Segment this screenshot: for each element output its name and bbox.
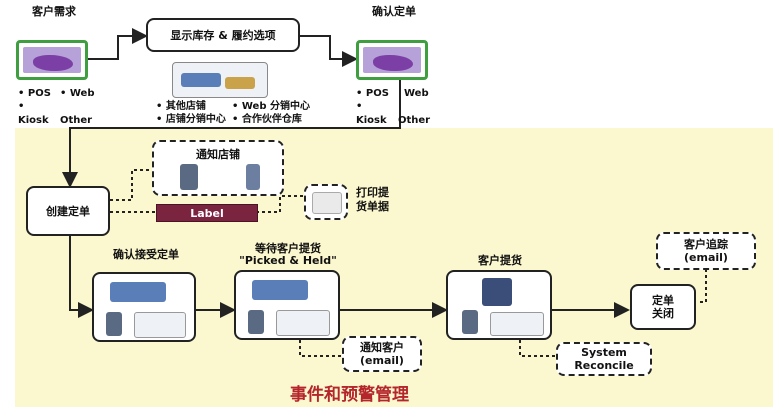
option-other-store: • 其他店铺 (156, 101, 206, 112)
station-image (110, 282, 166, 302)
confirm-accept-box (92, 272, 196, 342)
notify-store-box: 通知店铺 (152, 140, 284, 196)
option-web-dc: • Web 分销中心 (232, 101, 310, 112)
channel-web-left: • Web (60, 88, 95, 99)
notify-store-label: 通知店铺 (196, 148, 240, 161)
customer-kiosk-image (16, 40, 88, 80)
customer-request-title: 客户需求 (32, 5, 76, 18)
option-partner-warehouse: • 合作伙伴仓库 (232, 114, 302, 125)
customer-photo (482, 278, 512, 306)
handheld-device-icon (180, 164, 198, 190)
notify-customer-box: 通知客户 (email) (342, 336, 422, 372)
system-reconcile-box: System Reconcile (556, 342, 652, 376)
channel-pos-left: • POS (18, 88, 51, 99)
await-pickup-title: 等待客户提货 (255, 242, 321, 255)
station-image (252, 280, 308, 300)
form-image (490, 312, 544, 336)
await-pickup-box (234, 270, 340, 340)
customer-pickup-title: 客户提货 (478, 254, 522, 267)
customer-pickup-box (446, 270, 552, 340)
print-pick-list-label: 打印提 货单据 (356, 186, 389, 213)
warehouse-image (172, 62, 268, 98)
channel-kiosk-left: Kiosk (18, 115, 49, 126)
confirm-accept-title: 确认接受定单 (113, 248, 179, 261)
confirm-kiosk-image (356, 40, 428, 80)
channel-pos-right: • POS (356, 88, 389, 99)
create-order-box: 创建定单 (26, 186, 110, 236)
order-closed-box: 定单 关闭 (630, 284, 696, 330)
channel-other-left: Other (60, 115, 93, 126)
form-image (276, 310, 330, 336)
channel-web-right: Web (404, 88, 429, 99)
form-image (134, 312, 186, 338)
handheld-icon (462, 310, 478, 334)
confirm-order-title: 确认定单 (372, 5, 416, 18)
print-doc-box (304, 184, 348, 220)
display-inventory-box: 显示库存 & 履约选项 (146, 18, 300, 52)
customer-track-box: 客户追踪 (email) (656, 232, 756, 270)
handheld-icon (248, 310, 264, 334)
event-alert-management-title: 事件和预警管理 (290, 385, 409, 405)
option-store-dc: • 店铺分销中心 (156, 114, 226, 125)
channel-bullet-left: • (18, 101, 25, 112)
picked-held-label: "Picked & Held" (239, 254, 337, 267)
channel-bullet-right: • (356, 101, 363, 112)
label-bar: Label (156, 204, 258, 222)
document-icon (312, 192, 342, 214)
handheld-icon (106, 312, 122, 336)
mobile-device-icon (246, 164, 260, 190)
channel-other-right: Other (398, 115, 431, 126)
channel-kiosk-right: Kiosk (356, 115, 387, 126)
